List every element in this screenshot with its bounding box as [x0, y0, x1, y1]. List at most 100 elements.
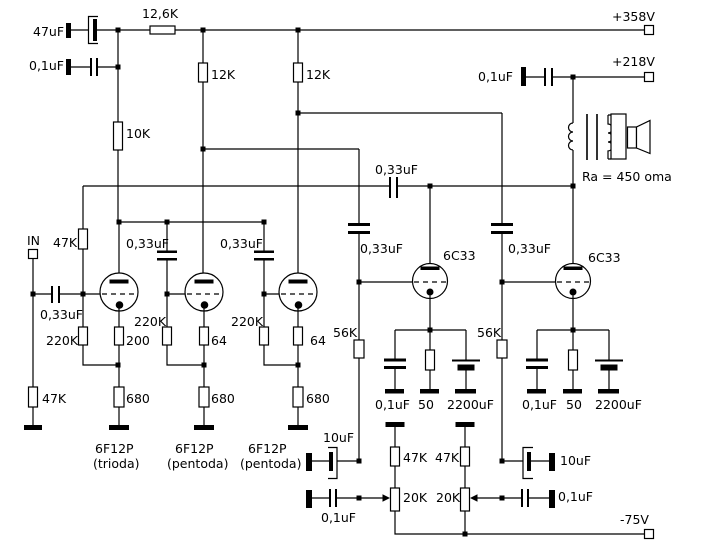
cap-plate-icon [491, 223, 513, 226]
ground-bar-icon [194, 425, 214, 430]
capacitor-grid-v3-033uf: 0,33uF [220, 222, 274, 327]
input-terminal [27, 248, 39, 260]
resistor-cathode2-v1-680: 680 [109, 386, 150, 430]
capacitor-01uf-output-supply: 0,1uF [478, 67, 553, 86]
anode-icon [288, 279, 308, 284]
resistor-grid-v1-label: 220K [46, 333, 79, 348]
anode-icon [563, 266, 583, 270]
speaker-frame-icon [610, 113, 627, 160]
cathode-icon [115, 301, 124, 309]
capacitor-grid-v3-label: 0,33uF [220, 236, 263, 251]
speaker-driver-icon [626, 126, 638, 149]
bias-supply-terminal [643, 528, 655, 540]
electrolytic-bracket-icon [522, 446, 533, 480]
ground-bar-icon [288, 425, 308, 430]
resistor-grid-v2-label: 220K [134, 314, 167, 329]
capacitor-cathode-v5-film-label: 0,1uF [522, 397, 557, 412]
capacitor-input-label: 0,33uF [40, 307, 83, 322]
cap-plate-icon [384, 358, 406, 362]
anode-icon [194, 279, 214, 284]
tube-v2-6f12p-pentode: 6F12P (pentoda) [167, 272, 228, 471]
cathode-icon [569, 288, 577, 296]
resistor-plate-v2-label: 12K [211, 67, 236, 82]
pot-wiper-arrow-icon [382, 494, 390, 502]
capacitor-cathode-v4-film-label: 0,1uF [375, 397, 410, 412]
cap-plate-icon [452, 359, 480, 362]
resistor-grid-v2-220k: 220K [134, 314, 173, 346]
cap-plate-icon [254, 250, 274, 253]
resistor-plate-v2-12k: 12K [197, 62, 236, 83]
electrolytic-bracket-icon [328, 446, 338, 480]
capacitor-cathode-v5-el-label: 2200uF [595, 397, 642, 412]
tube-v2-name: 6F12P [175, 441, 214, 456]
speaker-cone-icon [635, 119, 651, 155]
cap-plate-icon [96, 58, 98, 76]
cap-plate-icon [551, 68, 553, 86]
cap-plate-icon [90, 58, 92, 76]
ground-bar-icon [598, 389, 619, 394]
bias-supply-label: -75V [620, 512, 649, 527]
resistor-grid-v3-label: 220K [231, 314, 264, 329]
resistor-grid-v4-56k: 56K [333, 282, 365, 461]
resistor-cathode-v3-64: 64 [292, 326, 326, 387]
tube-v4-name: 6C33 [443, 248, 476, 263]
cap-plate-icon [396, 177, 398, 198]
ground-bar-icon [109, 425, 129, 430]
ground-bar-icon [420, 389, 439, 394]
capacitor-bias2-01uf: 0,1uF [502, 489, 593, 508]
ground-bar-icon [385, 422, 405, 427]
tube-v3-name: 6F12P [248, 441, 287, 456]
ground-bar-icon [527, 389, 546, 394]
capacitor-grid-v5-label: 0,33uF [508, 241, 551, 256]
capacitor-47uf-label: 47uF [33, 24, 64, 39]
tube-v3-mode: (pentoda) [240, 456, 301, 471]
tube-v1-6f12p-triode: 6F12P (trioda) [83, 272, 140, 471]
resistor-bias2-pot-label: 20K [436, 490, 461, 505]
ground-bar-icon [306, 490, 312, 508]
cap-plate-icon [335, 489, 337, 507]
terminal-output-supply: +218V [612, 54, 655, 83]
tube-v3-6f12p-pentode: 6F12P (pentoda) [240, 272, 318, 471]
resistor-supply-label: 12,6K [142, 6, 179, 21]
capacitor-bias1-01uf: 0,1uF [306, 489, 359, 525]
resistor-cathode-v2-64: 64 [198, 326, 227, 387]
resistor-cathode2-v2-label: 680 [211, 391, 235, 406]
cap-plate-icon [544, 68, 546, 86]
output-transformer: Ra = 450 oma [567, 77, 672, 186]
cathode-icon [426, 288, 434, 296]
resistor-feedback-label: 47K [53, 235, 78, 250]
cap-plate-icon [157, 258, 177, 261]
terminal-plate-supply: +358V [612, 9, 655, 36]
tube-v4-6c33: 6C33 [359, 186, 476, 330]
resistor-plate-v1-label: 10K [126, 126, 151, 141]
cathode-network-v5: 0,1uF 50 2200uF [522, 329, 642, 412]
electrolytic-plate-icon [93, 19, 97, 41]
pot-wiper-arrow-icon [470, 494, 478, 502]
resistor-grid-v5-label: 56K [477, 325, 502, 340]
ground-bar-icon [24, 425, 42, 430]
cap-plate-icon [527, 489, 529, 507]
capacitor-grid-v2-label: 0,33uF [126, 236, 169, 251]
capacitor-grid-v4-033uf: 0,33uF [348, 223, 403, 282]
resistor-grid-v5-56k: 56K [477, 282, 508, 461]
cap-plate-icon [58, 286, 60, 303]
junction-nodes [30, 27, 576, 537]
resistor-cathode-v5-label: 50 [566, 397, 582, 412]
capacitor-grid-v2-033uf: 0,33uF [126, 222, 177, 327]
resistor-bias2-fixed-label: 47K [435, 450, 460, 465]
cap-plate-icon [254, 258, 274, 261]
ground-bar-icon [455, 389, 476, 394]
transformer-core-icon [586, 114, 598, 160]
cap-plate-icon [348, 223, 370, 226]
ground-bar-icon [549, 490, 555, 508]
ground-bar-icon [66, 59, 71, 75]
cap-plate-icon [526, 366, 548, 369]
capacitor-feedback-label: 0,33uF [375, 162, 418, 177]
resistor-plate-v1-10k: 10K [112, 121, 151, 151]
resistor-cathode2-v3-680: 680 [288, 386, 330, 430]
cap-plate-icon [384, 366, 406, 369]
resistor-input-47k: 47K [24, 386, 67, 430]
cathode-icon [200, 301, 209, 309]
